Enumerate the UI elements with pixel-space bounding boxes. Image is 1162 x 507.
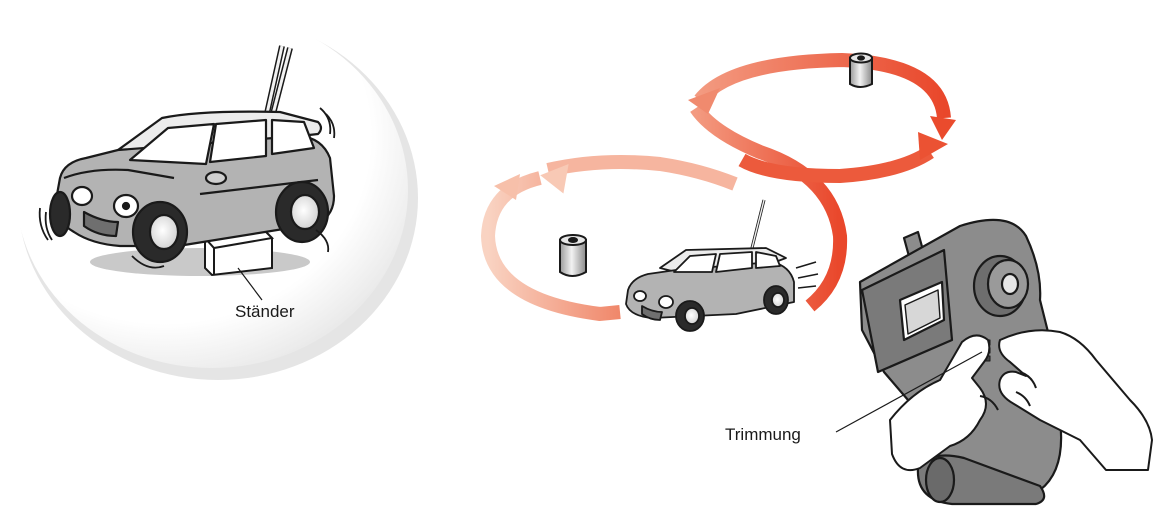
trim-label: Trimmung [725, 425, 801, 445]
ground-shadow [90, 248, 310, 276]
stand-illustration [16, 12, 418, 380]
speed-lines-icon [796, 262, 818, 288]
stand-label: Ständer [235, 302, 295, 322]
pylon-marker-icon [560, 235, 586, 276]
arrowhead-top-right [930, 116, 956, 140]
course-car-icon [626, 200, 794, 331]
pylon-marker-icon-top [850, 54, 872, 88]
